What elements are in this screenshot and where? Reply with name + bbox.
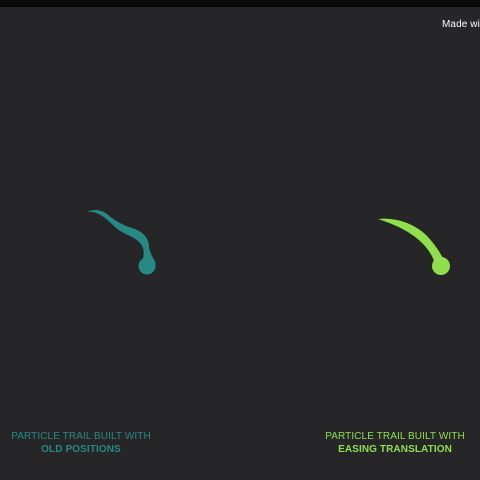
trail-layer (87, 209, 450, 275)
easing-translation-particle-head (432, 257, 450, 275)
made-with-credit[interactable]: Made with (442, 19, 480, 30)
old-positions-caption: PARTICLE TRAIL BUILT WITH OLD POSITIONS (0, 431, 191, 456)
animation-canvas: Made with PARTICLE TRAIL BUILT WITH OLD … (0, 7, 480, 480)
old-positions-particle-head (138, 257, 156, 275)
easing-translation-caption-line1: PARTICLE TRAIL BUILT WITH (325, 431, 465, 442)
top-border (0, 0, 480, 6)
old-positions-caption-line2: OLD POSITIONS (41, 443, 121, 455)
easing-translation-caption: PARTICLE TRAIL BUILT WITH EASING TRANSLA… (285, 431, 480, 456)
easing-translation-caption-line2: EASING TRANSLATION (338, 443, 452, 455)
old-positions-caption-line1: PARTICLE TRAIL BUILT WITH (11, 431, 151, 442)
